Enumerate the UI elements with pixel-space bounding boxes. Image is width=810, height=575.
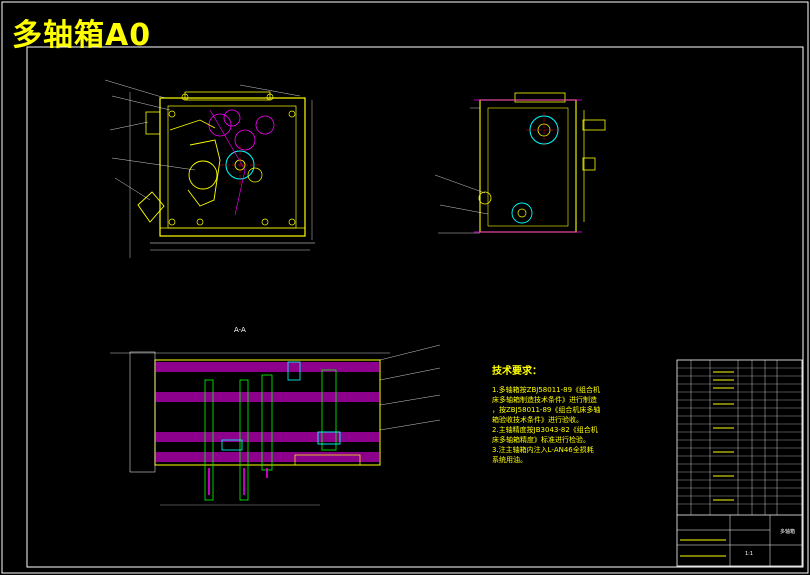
title-block-drawing-name: 多轴箱 <box>780 528 795 535</box>
note-line: 系统用油。 <box>492 456 527 464</box>
title-block-scale: 1:1 <box>745 551 753 557</box>
inner-frame <box>26 46 804 568</box>
section-view <box>110 344 441 506</box>
section-body <box>154 359 381 466</box>
note-line: 2.主轴精度按JB3043-82《组合机 <box>492 426 598 434</box>
technical-notes: 技术要求： 1.多轴箱按ZBJ58011-89《组合机 床多轴箱制造技术条件》进… <box>492 362 660 465</box>
note-line: 1.多轴箱按ZBJ58011-89《组合机 <box>492 386 601 394</box>
technical-notes-heading: 技术要求： <box>492 366 542 377</box>
side-view <box>434 92 606 234</box>
front-view-box <box>159 97 306 237</box>
note-line: 箱验收技术条件》进行验收。 <box>492 416 583 424</box>
note-line: 床多轴箱制造技术条件》进行制造 <box>492 396 597 404</box>
title-block: 多轴箱 1:1 <box>676 359 803 567</box>
front-view <box>104 79 315 258</box>
note-line: ，按ZBJ58011-89《组合机床多轴 <box>492 406 601 414</box>
note-line: 3.注主轴箱内注入L-AN46全损耗 <box>492 446 594 454</box>
note-line: 床多轴箱精度》标准进行检验。 <box>492 436 590 444</box>
section-label: A-A <box>234 326 246 334</box>
side-view-box <box>479 99 577 233</box>
drawing-title: 多轴箱A0 <box>12 18 152 53</box>
